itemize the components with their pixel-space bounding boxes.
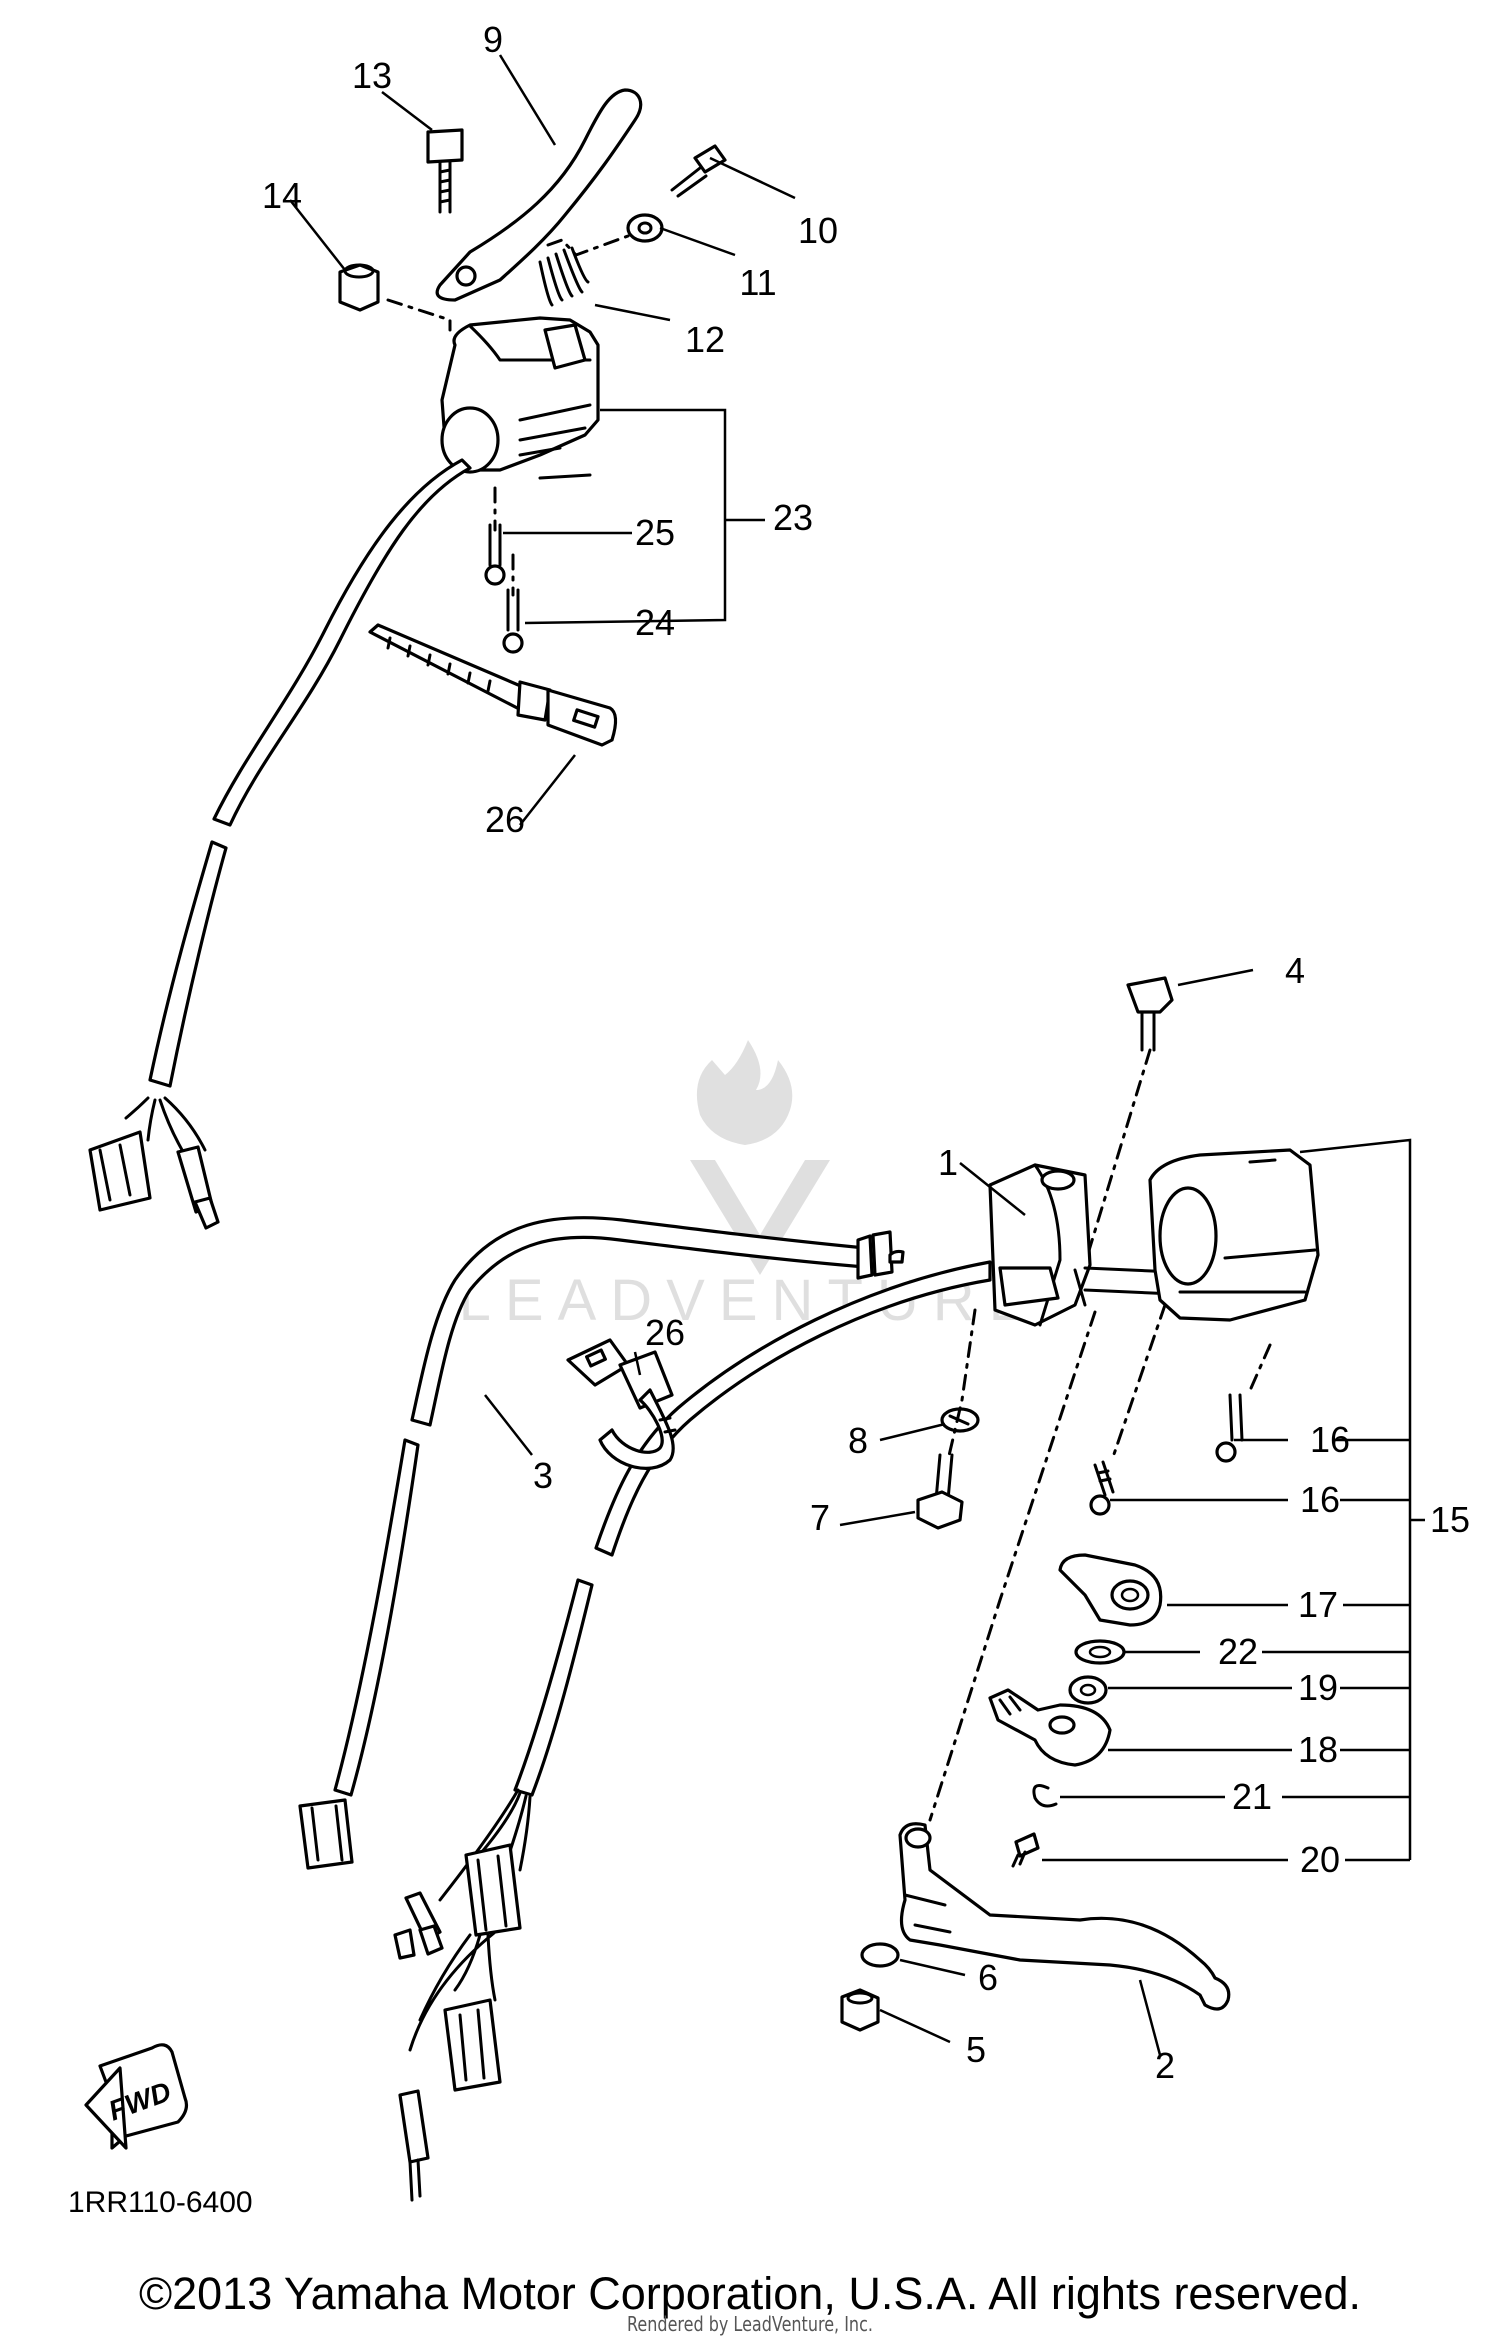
screw-20 — [1014, 1832, 1040, 1858]
part-label-20: 20 — [1300, 1839, 1340, 1880]
leader-lines — [289, 54, 1425, 2056]
brake-cable-3 — [298, 1216, 905, 1870]
part-label-14: 14 — [262, 175, 302, 216]
part-label-21: 21 — [1232, 1776, 1272, 1817]
part-label-22: 22 — [1218, 1631, 1258, 1672]
cable-tie-26-top — [368, 623, 618, 747]
part-label-18: 18 — [1298, 1729, 1338, 1770]
bolt-13 — [426, 128, 464, 164]
part-label-26-top: 26 — [485, 799, 525, 840]
part-label-26-bottom: 26 — [645, 1312, 685, 1353]
spring-12 — [538, 246, 590, 307]
part-label-25: 25 — [635, 512, 675, 553]
bolt-7 — [916, 1490, 964, 1530]
part-label-5: 5 — [966, 2029, 986, 2070]
washer-19 — [1068, 1675, 1108, 1705]
part-label-16a: 16 — [1310, 1419, 1350, 1460]
part-label-8: 8 — [848, 1420, 868, 1461]
diagram-code: 1RR110-6400 — [68, 2186, 253, 2219]
part-label-1: 1 — [938, 1142, 958, 1183]
screw-25 — [484, 564, 506, 586]
part-label-9: 9 — [483, 19, 503, 60]
lever-pivot-hole — [455, 265, 477, 287]
clip-21 — [1032, 1784, 1058, 1808]
cable-tie-26-bottom — [566, 1338, 677, 1470]
part-label-6: 6 — [978, 1957, 998, 1998]
part-label-19: 19 — [1298, 1667, 1338, 1708]
part-label-17: 17 — [1298, 1584, 1338, 1625]
brake-lever-9 — [435, 88, 643, 302]
part-label-7: 7 — [810, 1497, 830, 1538]
part-label-3: 3 — [533, 1455, 553, 1496]
leadventure-watermark: LEADVENTURE — [459, 1040, 1027, 1333]
handlebar-switch-23 — [440, 316, 600, 480]
screw-24 — [502, 632, 524, 654]
part-label-23: 23 — [773, 497, 813, 538]
part-labels: 13 9 14 10 11 12 23 25 24 26 4 1 26 3 8 … — [262, 19, 1470, 2086]
throttle-housing-15 — [1148, 1148, 1320, 1322]
part-label-2: 2 — [1155, 2045, 1175, 2086]
top-assembly — [88, 88, 727, 1230]
rendered-by-notice: Rendered by LeadVenture, Inc. — [627, 2312, 873, 2336]
holder-1 — [988, 1163, 1092, 1327]
screw-16a — [1089, 1494, 1111, 1516]
part-label-12: 12 — [685, 319, 725, 360]
screw-16b — [1215, 1441, 1237, 1463]
forward-direction-arrow: FWD — [84, 2043, 189, 2150]
part-label-24: 24 — [635, 602, 675, 643]
part-label-13: 13 — [352, 55, 392, 96]
part-label-10: 10 — [798, 210, 838, 251]
bolt-4 — [1126, 976, 1174, 1014]
copyright-notice: ©2013 Yamaha Motor Corporation, U.S.A. A… — [138, 2268, 1362, 2319]
lever-18 — [988, 1688, 1112, 1767]
switch-cable-bottom — [393, 1260, 992, 2202]
switch-cable-top — [88, 458, 472, 1230]
part-label-11: 11 — [739, 262, 776, 303]
part-label-15: 15 — [1430, 1499, 1470, 1540]
part-label-4: 4 — [1285, 950, 1305, 991]
cam-17 — [1058, 1553, 1163, 1627]
bottom-assembly — [298, 976, 1320, 2202]
washer-22 — [1074, 1639, 1126, 1665]
collar-11 — [626, 213, 664, 243]
lever-2 — [898, 1822, 1231, 2011]
part-label-16b: 16 — [1300, 1479, 1340, 1520]
cap-6 — [860, 1942, 900, 1968]
